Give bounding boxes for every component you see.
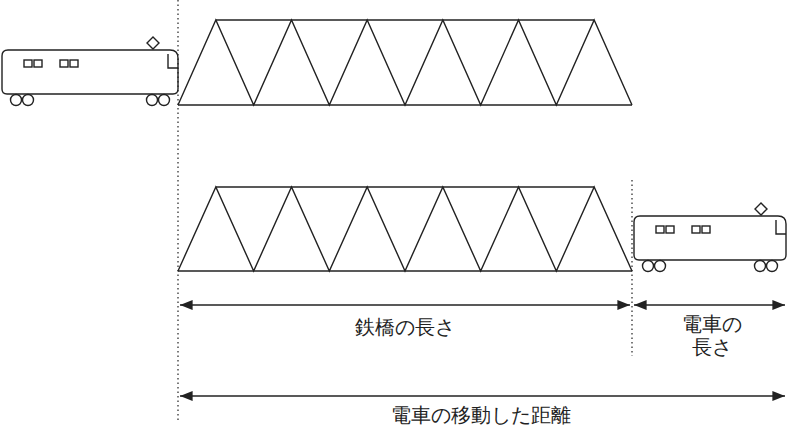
iron-bridge [178,187,632,271]
dimension-arrow [180,304,630,305]
reference-line [631,180,632,356]
iron-bridge [178,20,632,105]
dimension-arrow [634,304,785,305]
dimension-label: 電車の 長さ [679,313,745,359]
dimension-label: 電車の移動した距離 [391,404,571,427]
dimension-arrow [180,395,785,396]
train [634,203,786,272]
dimension-label: 鉄橋の長さ [355,316,455,339]
train [2,37,178,106]
